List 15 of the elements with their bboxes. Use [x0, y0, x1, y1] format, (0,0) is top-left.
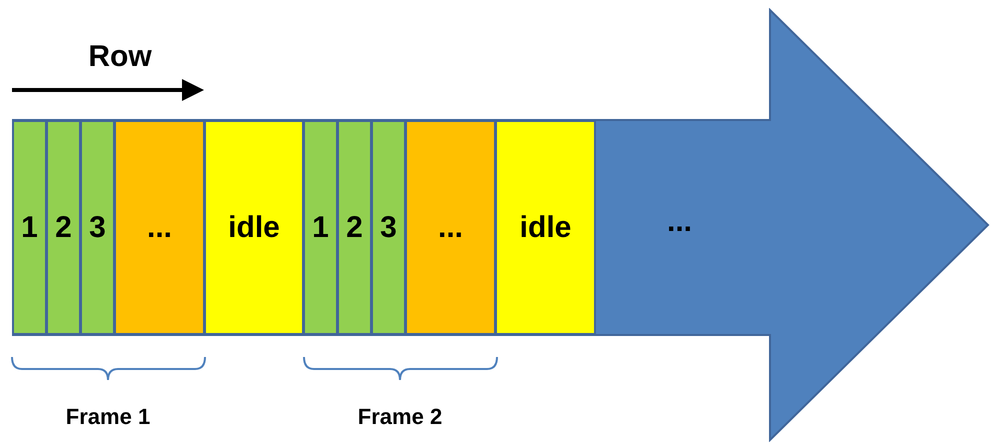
slot-cell: 3 — [371, 120, 406, 335]
direction-label: Row — [88, 40, 152, 74]
slot-cell: ... — [114, 120, 205, 335]
ellipsis-text: ... — [667, 205, 692, 239]
slot-cell: 1 — [12, 120, 47, 335]
idle-cell: idle — [495, 120, 596, 335]
slot-cell: 2 — [46, 120, 81, 335]
frame-label: Frame 1 — [66, 404, 150, 430]
idle-cell: idle — [204, 120, 304, 335]
slot-cell: 3 — [80, 120, 115, 335]
block-arrow — [12, 8, 990, 442]
frame-label: Frame 2 — [358, 404, 442, 430]
slot-cell: 2 — [337, 120, 372, 335]
slot-cell: ... — [405, 120, 496, 335]
slot-cell: 1 — [303, 120, 338, 335]
